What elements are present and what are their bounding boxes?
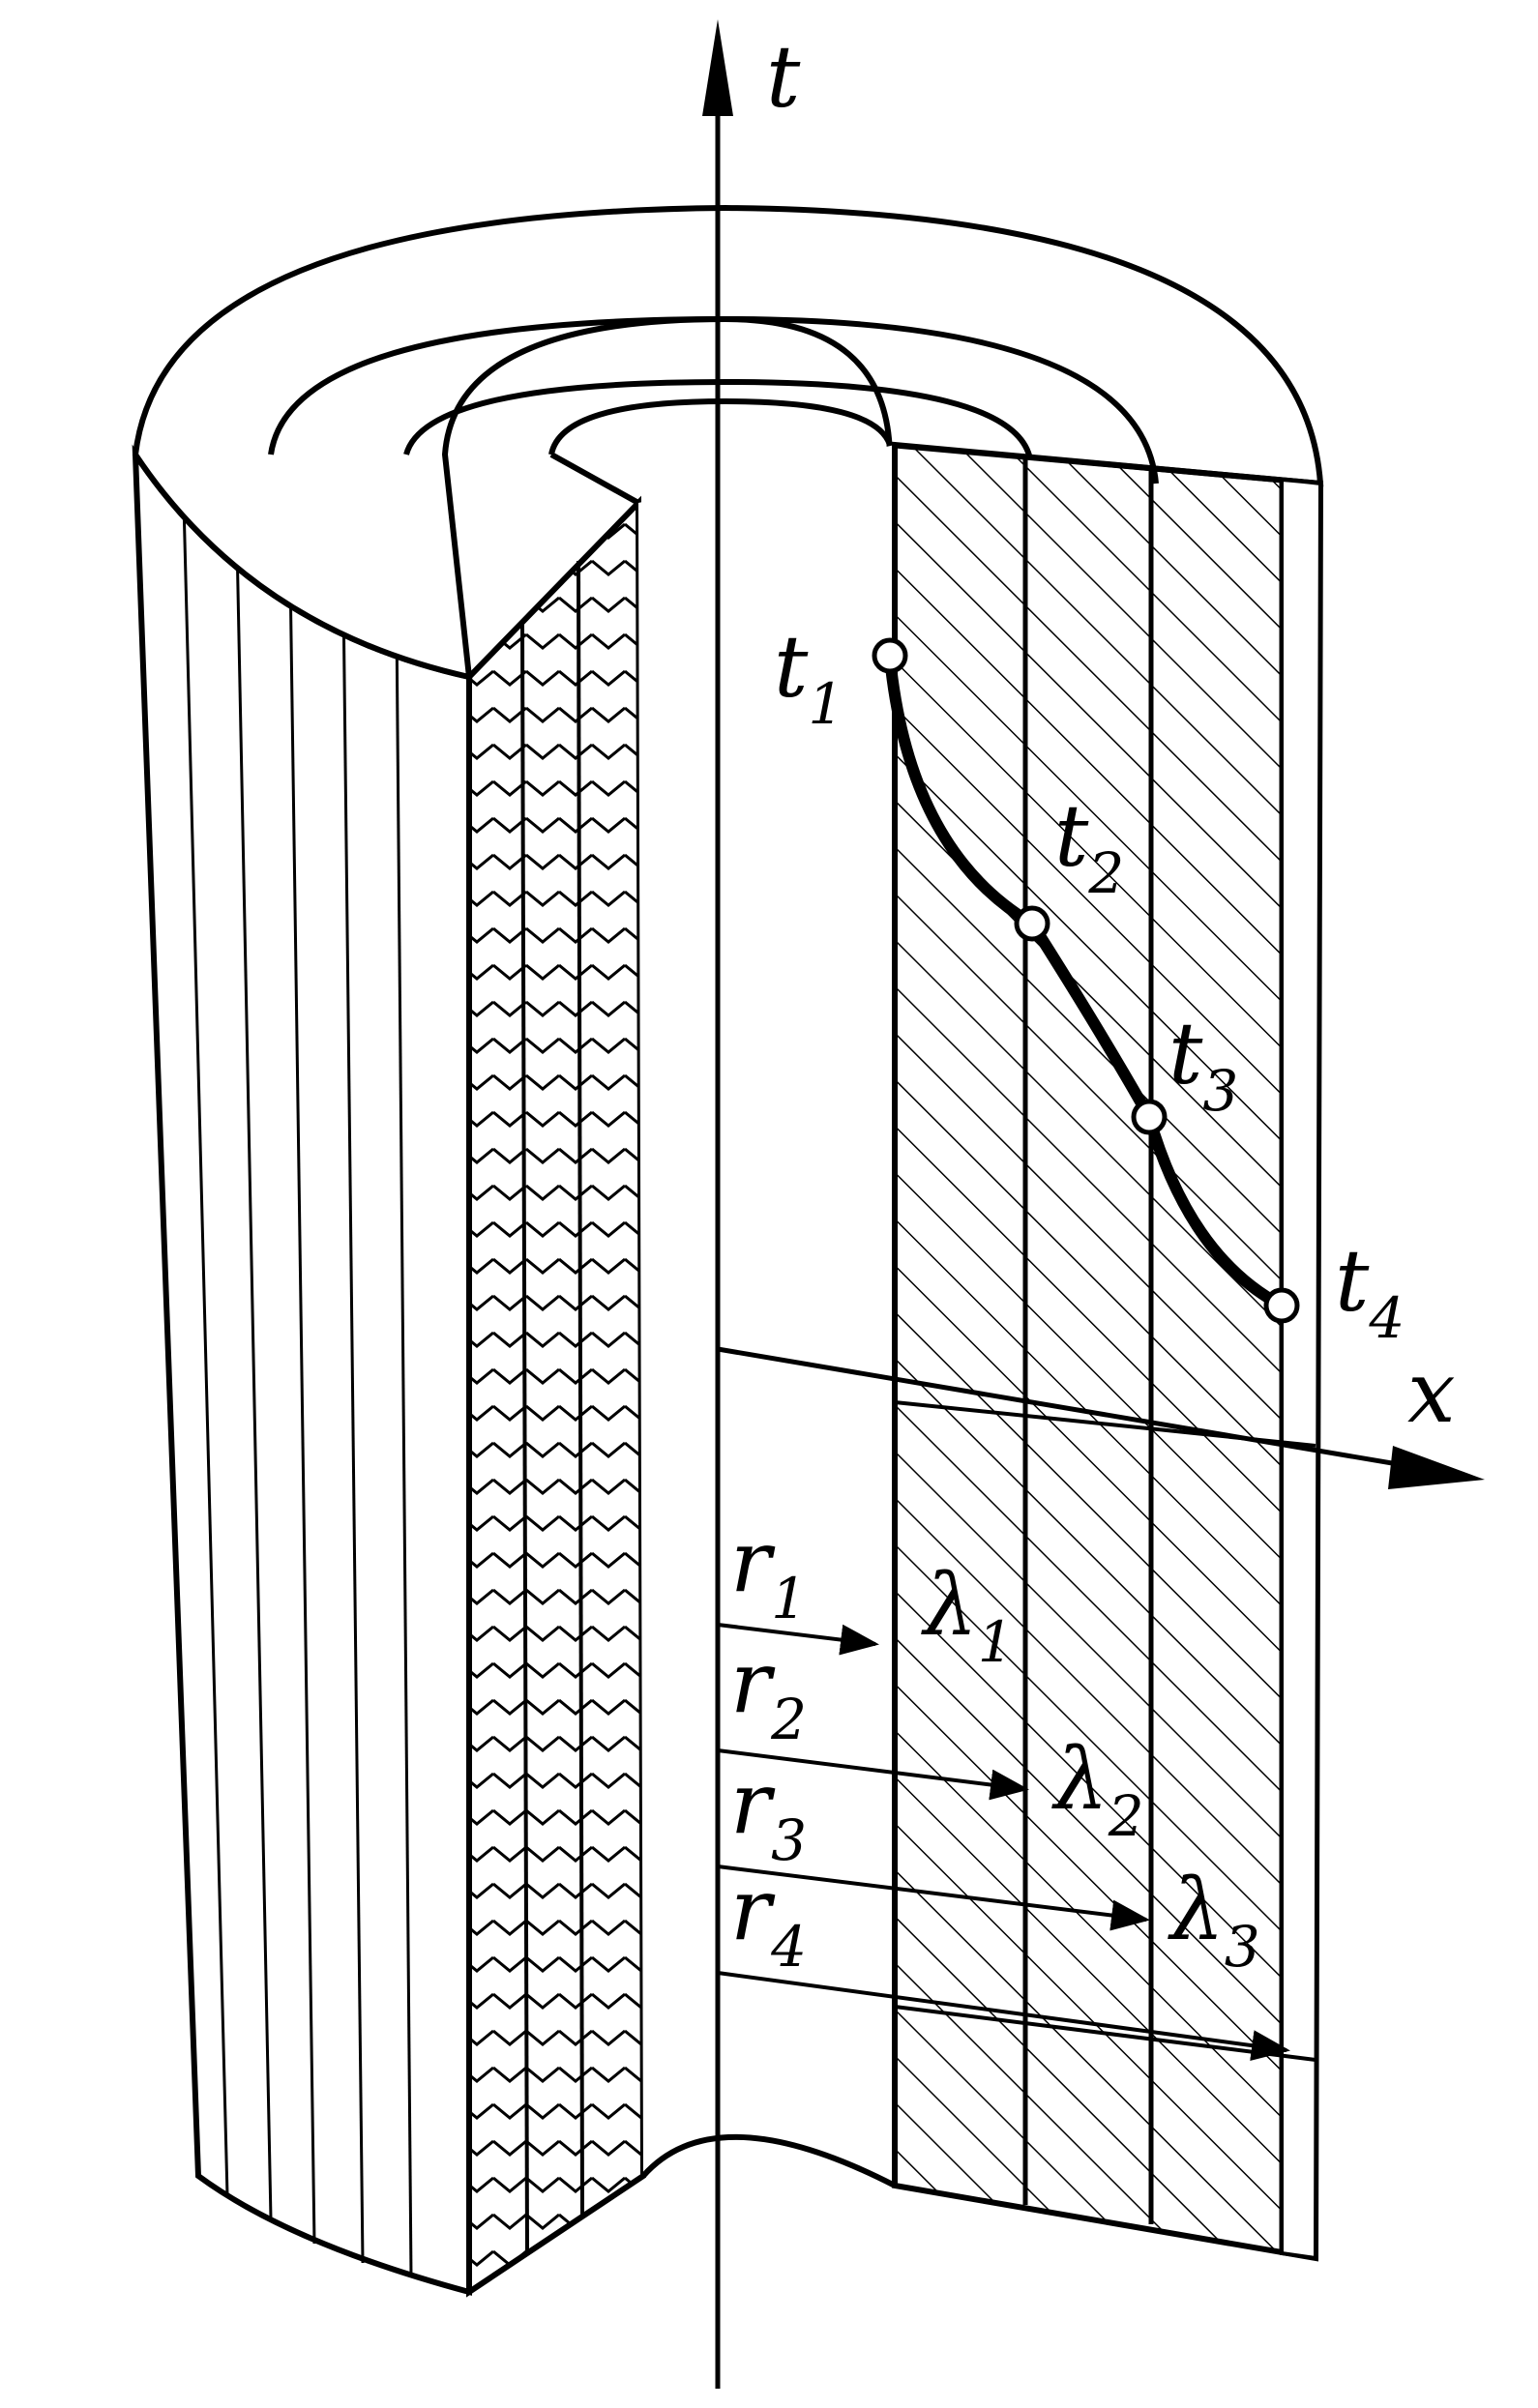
t1-label: t1 (774, 617, 843, 737)
t2-point (1014, 905, 1050, 942)
lambda3-label: λ3 (1168, 1860, 1260, 1980)
x-axis-label: x (1407, 1342, 1456, 1442)
r2-arrow (717, 1748, 1029, 1801)
cylinder-body (132, 204, 1324, 2298)
left-cut-face (466, 495, 647, 2298)
t4-point (1263, 1287, 1300, 1324)
t3-point (1131, 1099, 1168, 1135)
t3-label: t3 (1168, 1004, 1238, 1124)
lambda1-label: λ1 (921, 1555, 1014, 1675)
right-cut-face (892, 441, 1324, 2262)
t-axis: t (702, 19, 801, 2389)
radius-arrows (717, 1623, 1290, 2062)
t2-label: t2 (1054, 786, 1124, 906)
temperature-profile-curve (884, 652, 1287, 1311)
r2-label: r2 (730, 1632, 807, 1752)
top-face-ring-3 (403, 378, 1033, 460)
inner-bore (638, 445, 895, 2186)
surface-shading-lines (182, 502, 413, 2278)
r3-arrow (717, 1865, 1150, 1931)
r4-arrow (717, 1971, 1290, 2062)
top-face-ring-2 (268, 315, 1159, 485)
r1-arrow (717, 1623, 879, 1656)
x-axis: x (717, 1342, 1485, 1489)
top-face-inner-ring (548, 397, 893, 455)
t-axis-label: t (766, 27, 801, 127)
t4-label: t4 (1335, 1231, 1405, 1351)
lambda2-label: λ2 (1051, 1729, 1144, 1849)
t1-point (872, 637, 908, 674)
r3-label: r3 (730, 1753, 807, 1873)
r1-label: r1 (730, 1512, 807, 1631)
r4-label: r4 (730, 1860, 807, 1980)
